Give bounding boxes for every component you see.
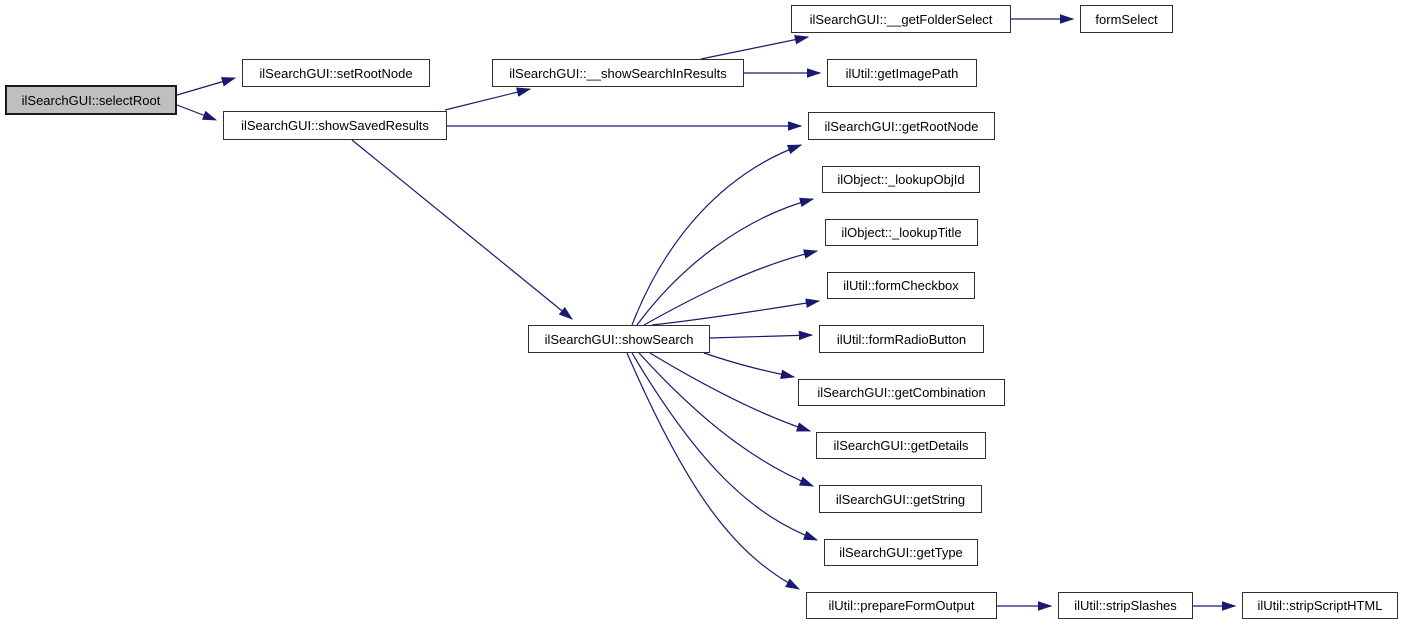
edge-showsearch-lookupobjid: [636, 197, 815, 326]
node-ilutil-getimagepath[interactable]: ilUtil::getImagePath: [827, 59, 977, 87]
node-ilutil-formradiobutton[interactable]: ilUtil::formRadioButton: [819, 325, 984, 353]
edge-showsearch-lookuptitle: [643, 249, 819, 326]
node-ilsearchgui-getrootnode[interactable]: ilSearchGUI::getRootNode: [808, 112, 995, 140]
edge-showsearchinresults-getfolderselect: [700, 34, 810, 60]
edge-selectroot-showsavedresults: [176, 104, 218, 121]
edge-showsearch-gettype: [631, 352, 819, 541]
node-ilsearchgui-gettype[interactable]: ilSearchGUI::getType: [824, 539, 978, 566]
node-formselect[interactable]: formSelect: [1080, 5, 1173, 33]
node-ilsearchgui-getcombination[interactable]: ilSearchGUI::getCombination: [798, 379, 1005, 406]
edge-showsavedresults-showsearchinresults: [444, 87, 532, 111]
node-ilsearchgui-setrootnode[interactable]: ilSearchGUI::setRootNode: [242, 59, 430, 87]
node-ilobject-lookupobjid[interactable]: ilObject::_lookupObjId: [822, 166, 980, 193]
edge-showsearch-getstring: [638, 352, 815, 487]
edge-showsearch-formcheckbox: [651, 298, 821, 326]
edge-showsearch-getcombination: [703, 352, 796, 380]
node-ilutil-formcheckbox[interactable]: ilUtil::formCheckbox: [827, 272, 975, 299]
node-ilsearchgui-getfolderselect[interactable]: ilSearchGUI::__getFolderSelect: [791, 5, 1011, 33]
node-ilutil-prepareformoutput[interactable]: ilUtil::prepareFormOutput: [806, 592, 997, 619]
edge-showsearch-getdetails: [649, 352, 812, 432]
node-ilsearchgui-getstring[interactable]: ilSearchGUI::getString: [819, 485, 982, 513]
edge-showsearch-prepareformoutput: [626, 352, 801, 590]
node-ilsearchgui-showsearch[interactable]: ilSearchGUI::showSearch: [528, 325, 710, 353]
node-ilsearchgui-selectroot[interactable]: ilSearchGUI::selectRoot: [5, 85, 177, 115]
node-ilutil-stripscripthtml[interactable]: ilUtil::stripScriptHTML: [1242, 592, 1398, 619]
edge-showsavedresults-showsearch: [351, 139, 573, 320]
edge-showsearch-formradiobutton: [709, 330, 814, 341]
node-ilutil-stripslashes[interactable]: ilUtil::stripSlashes: [1058, 592, 1193, 619]
node-ilobject-lookuptitle[interactable]: ilObject::_lookupTitle: [825, 219, 978, 246]
node-ilsearchgui-showsearchinresults[interactable]: ilSearchGUI::__showSearchInResults: [492, 59, 744, 87]
edge-selectroot-setrootnode: [176, 77, 237, 96]
node-ilsearchgui-showsavedresults[interactable]: ilSearchGUI::showSavedResults: [223, 111, 447, 140]
edge-showsearch-getrootnode: [631, 144, 803, 326]
node-ilsearchgui-getdetails[interactable]: ilSearchGUI::getDetails: [816, 432, 986, 459]
